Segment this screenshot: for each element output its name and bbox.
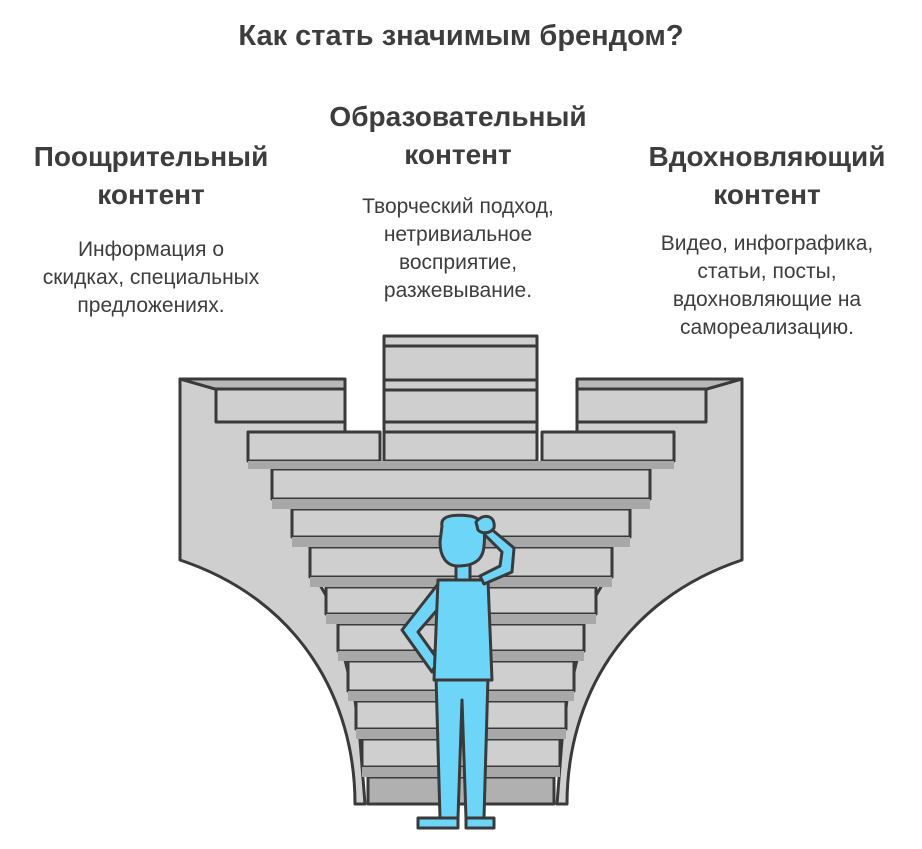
tower xyxy=(382,334,539,463)
heading-inspiring-content: Вдохновляющий контент xyxy=(648,141,886,210)
description-inspiring-content: Видео, инфографика, статьи, посты, вдохн… xyxy=(660,232,874,339)
page-title: Как стать значимым брендом? xyxy=(238,20,684,52)
stair-1 xyxy=(270,467,652,501)
heading-incentive-content: Поощрительный контент xyxy=(33,141,269,210)
thinking-person-icon xyxy=(400,513,516,830)
left-step-1 xyxy=(214,387,347,424)
description-educational-content: Творческий подход, нетривиальное восприя… xyxy=(362,195,554,302)
heading-educational-content: Образовательный контент xyxy=(329,101,587,170)
right-step-1 xyxy=(575,387,708,424)
stair-9 xyxy=(366,775,556,806)
right-step-2 xyxy=(540,430,676,463)
left-step-2 xyxy=(246,430,382,463)
description-incentive-content: Информация о скидках, специальных предло… xyxy=(42,238,260,317)
